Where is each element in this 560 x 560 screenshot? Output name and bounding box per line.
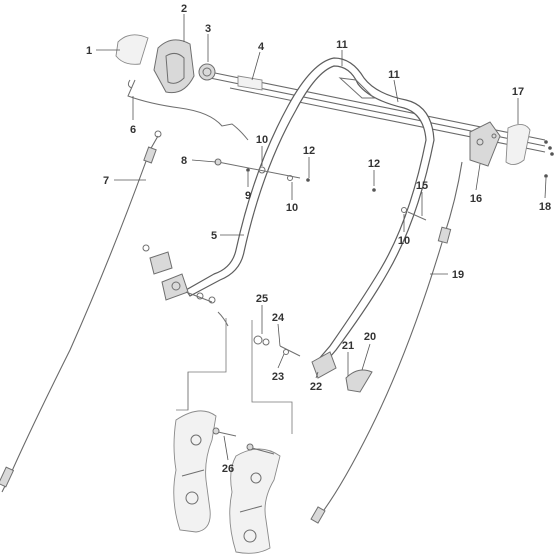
leader-lines [96,14,547,461]
callout-10b: 10 [286,202,298,214]
callout-24: 24 [272,312,285,324]
callout-22: 22 [310,381,322,393]
callout-6: 6 [130,124,136,136]
callout-25: 25 [256,293,268,305]
part-6-rod [127,79,249,141]
callout-11b: 11 [388,69,400,81]
callout-numbers: 1 2 3 4 11 11 17 6 10 8 12 9 10 7 12 15 … [86,3,551,475]
part-26-bolt [212,427,275,455]
part-1-cover [115,34,149,65]
callout-11a: 11 [336,39,348,51]
part-19-cable [310,161,463,524]
callout-3: 3 [205,23,211,35]
part-16-lever-housing [469,121,531,167]
callout-12b: 12 [368,158,380,170]
callout-2: 2 [181,3,187,15]
callout-4: 4 [258,41,265,53]
callout-7: 7 [103,175,109,187]
callout-20: 20 [364,331,376,343]
callout-10a: 10 [256,134,268,146]
callout-1: 1 [86,45,92,57]
lower-left-bracket [142,244,229,327]
deck-bracket-right [229,448,281,554]
callout-21: 21 [342,340,354,352]
callout-23: 23 [272,371,284,383]
callout-8: 8 [181,155,187,167]
callout-17: 17 [512,86,524,98]
callout-12a: 12 [303,145,315,157]
part-2-housing [153,39,195,94]
lower-right-bracket [253,335,373,393]
callout-18: 18 [539,201,551,213]
callout-16: 16 [470,193,482,205]
callout-5: 5 [211,230,217,242]
callout-9: 9 [245,190,251,202]
callout-26: 26 [222,463,234,475]
deck-bracket-left [173,410,217,533]
hardware-bolts [214,140,554,221]
detail-box-right [251,320,293,434]
callout-10c: 10 [398,235,410,247]
part-7-cable [0,130,162,493]
callout-19: 19 [452,269,464,281]
detail-box-left [176,318,227,411]
callout-15: 15 [416,180,428,192]
